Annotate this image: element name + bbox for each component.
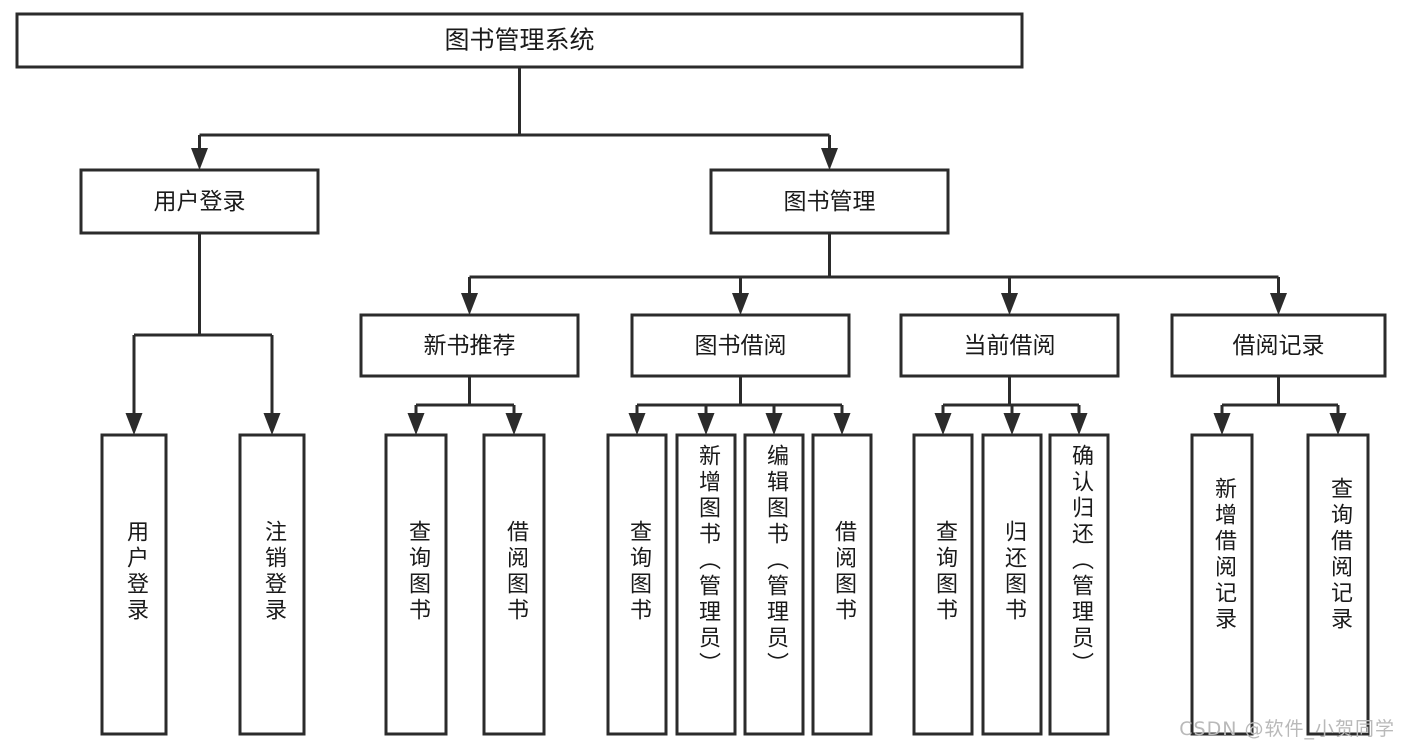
node-label: 新书推荐 bbox=[424, 333, 516, 359]
node-level3-new-book-rec[interactable]: 新书推荐 bbox=[359, 313, 580, 378]
arrow-head-icon bbox=[934, 413, 952, 435]
node-root-root[interactable]: 图书管理系统 bbox=[15, 12, 1024, 69]
node-leaf-leaf-confirm-return[interactable] bbox=[1048, 433, 1110, 736]
arrow-head-icon bbox=[821, 148, 838, 170]
edge-group-user-login bbox=[125, 233, 281, 435]
node-box[interactable] bbox=[811, 433, 873, 736]
arrow-head-icon bbox=[1070, 413, 1088, 435]
node-box[interactable] bbox=[1048, 433, 1110, 736]
node-level3-book-borrow[interactable]: 图书借阅 bbox=[630, 313, 851, 378]
node-box[interactable] bbox=[912, 433, 974, 736]
node-box[interactable] bbox=[238, 433, 306, 736]
edge-group-book-manage bbox=[461, 233, 1287, 315]
node-leaf-leaf-return-book[interactable] bbox=[981, 433, 1043, 736]
arrow-head-icon bbox=[628, 413, 646, 435]
arrow-head-icon bbox=[1329, 413, 1347, 435]
arrow-head-icon bbox=[833, 413, 851, 435]
node-leaf-leaf-query-book-rec[interactable] bbox=[384, 433, 448, 736]
node-leaf-leaf-add-record[interactable] bbox=[1190, 433, 1254, 736]
node-box[interactable] bbox=[100, 433, 168, 736]
arrow-head-icon bbox=[263, 413, 281, 435]
arrow-head-icon bbox=[765, 413, 783, 435]
node-level2-user-login[interactable]: 用户登录 bbox=[79, 168, 320, 235]
node-level2-book-manage[interactable]: 图书管理 bbox=[709, 168, 950, 235]
arrow-head-icon bbox=[1003, 413, 1021, 435]
node-box[interactable] bbox=[606, 433, 668, 736]
arrow-head-icon bbox=[407, 413, 425, 435]
arrow-head-icon bbox=[697, 413, 715, 435]
node-label: 图书借阅 bbox=[695, 333, 787, 359]
node-box[interactable] bbox=[899, 313, 1120, 378]
arrow-head-icon bbox=[505, 413, 523, 435]
arrow-head-icon bbox=[1213, 413, 1231, 435]
arrow-head-icon bbox=[461, 293, 478, 315]
connectors-layer bbox=[125, 67, 1347, 435]
arrow-head-icon bbox=[125, 413, 143, 435]
arrow-head-icon bbox=[191, 148, 208, 170]
node-label: 当前借阅 bbox=[964, 333, 1056, 359]
node-box[interactable] bbox=[15, 12, 1024, 69]
node-box[interactable] bbox=[359, 313, 580, 378]
edge-group-root bbox=[191, 67, 838, 170]
node-box[interactable] bbox=[981, 433, 1043, 736]
node-box[interactable] bbox=[1306, 433, 1370, 736]
node-leaf-leaf-user-login[interactable] bbox=[100, 433, 168, 736]
arrow-head-icon bbox=[732, 293, 749, 315]
node-leaf-leaf-edit-book[interactable] bbox=[743, 433, 805, 736]
node-leaf-leaf-borrow-book-rec[interactable] bbox=[482, 433, 546, 736]
edge-group-current-borrow bbox=[934, 376, 1088, 435]
node-leaf-leaf-query-book-cur[interactable] bbox=[912, 433, 974, 736]
node-box[interactable] bbox=[1170, 313, 1387, 378]
node-label: 图书管理系统 bbox=[444, 26, 594, 55]
edge-group-new-book-rec bbox=[407, 376, 523, 435]
node-leaf-leaf-query-record[interactable] bbox=[1306, 433, 1370, 736]
node-label: 借阅记录 bbox=[1233, 333, 1325, 359]
node-box[interactable] bbox=[675, 433, 737, 736]
node-level3-current-borrow[interactable]: 当前借阅 bbox=[899, 313, 1120, 378]
node-label: 用户登录 bbox=[154, 189, 246, 215]
node-leaf-leaf-logout[interactable] bbox=[238, 433, 306, 736]
edge-group-book-borrow bbox=[628, 376, 851, 435]
node-box[interactable] bbox=[79, 168, 320, 235]
node-box[interactable] bbox=[384, 433, 448, 736]
node-box[interactable] bbox=[709, 168, 950, 235]
edge-group-borrow-record bbox=[1213, 376, 1347, 435]
node-box[interactable] bbox=[743, 433, 805, 736]
node-box[interactable] bbox=[1190, 433, 1254, 736]
node-leaf-leaf-query-book[interactable] bbox=[606, 433, 668, 736]
node-label: 图书管理 bbox=[784, 189, 876, 215]
node-leaf-leaf-borrow-book[interactable] bbox=[811, 433, 873, 736]
csdn-watermark: CSDN @软件_小贺同学 bbox=[1179, 718, 1395, 740]
node-level3-borrow-record[interactable]: 借阅记录 bbox=[1170, 313, 1387, 378]
arrow-head-icon bbox=[1270, 293, 1287, 315]
node-leaf-leaf-add-book[interactable] bbox=[675, 433, 737, 736]
node-box[interactable] bbox=[630, 313, 851, 378]
arrow-head-icon bbox=[1001, 293, 1018, 315]
node-box[interactable] bbox=[482, 433, 546, 736]
